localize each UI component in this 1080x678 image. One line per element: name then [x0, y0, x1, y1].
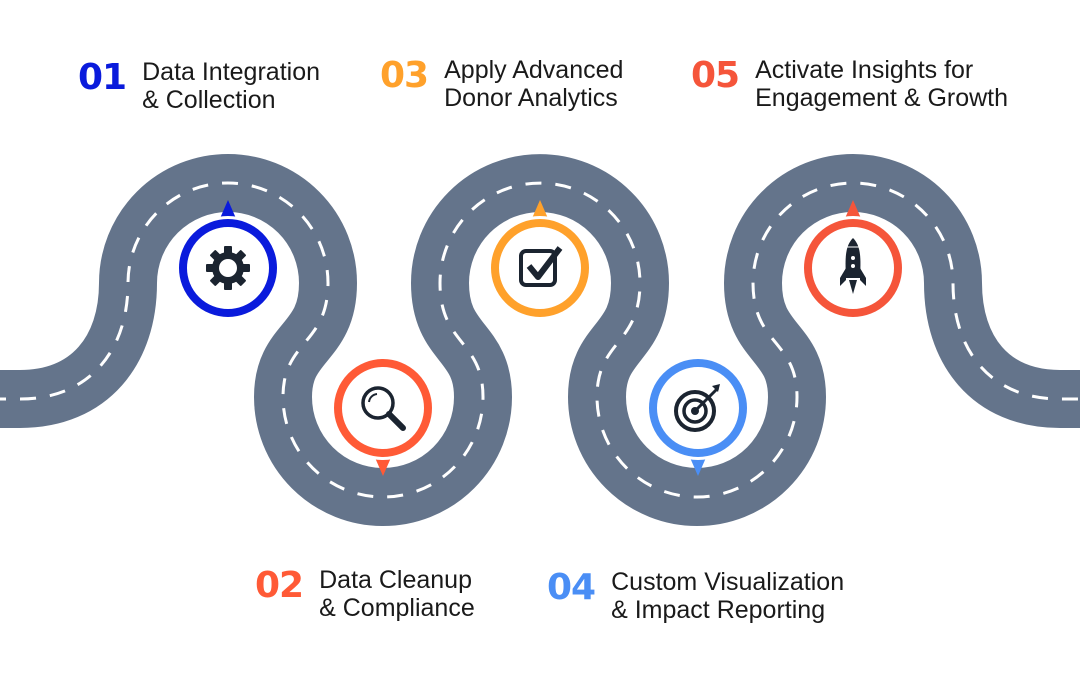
step-title: Apply Advanced Donor Analytics	[444, 56, 623, 112]
step-title: Custom Visualization & Impact Reporting	[611, 568, 844, 624]
gear-icon	[206, 246, 250, 290]
magnifier-icon	[361, 386, 406, 431]
step-title: Data Cleanup & Compliance	[319, 566, 475, 622]
step-number: 04	[547, 567, 596, 608]
step-4: 04 Custom Visualization & Impact Reporti…	[547, 567, 844, 625]
step-1: 01 Data Integration & Collection	[78, 57, 320, 115]
step-title: Data Integration & Collection	[142, 58, 320, 114]
step-title-line: Engagement & Growth	[755, 84, 1009, 112]
step-title-line: Custom Visualization	[611, 568, 845, 596]
rocket-icon	[840, 238, 866, 294]
target-icon	[674, 384, 720, 432]
marker-step-3	[488, 200, 592, 320]
marker-step-1	[176, 200, 280, 320]
checkbox-icon	[519, 246, 563, 287]
step-5: 05 Activate Insights for Engagement & Gr…	[691, 55, 1008, 113]
step-title-line: & Impact Reporting	[611, 596, 826, 624]
road-center-dashes	[0, 181, 1080, 499]
marker-step-4	[646, 356, 750, 476]
step-number: 05	[691, 55, 740, 96]
step-number: 01	[78, 57, 127, 98]
step-number: 02	[255, 565, 304, 606]
step-title-line: & Collection	[142, 86, 276, 114]
step-title-line: Activate Insights for	[755, 56, 974, 84]
marker-step-5	[801, 200, 905, 320]
step-title-line: Data Integration	[142, 58, 321, 86]
step-number: 03	[380, 55, 429, 96]
step-3: 03 Apply Advanced Donor Analytics	[380, 55, 623, 113]
step-title-line: Data Cleanup	[319, 566, 472, 594]
step-title-line: & Compliance	[319, 594, 475, 622]
step-title: Activate Insights for Engagement & Growt…	[755, 56, 1008, 112]
marker-step-2	[331, 356, 435, 476]
step-title-line: Donor Analytics	[444, 84, 618, 112]
step-2: 02 Data Cleanup & Compliance	[255, 565, 475, 623]
step-title-line: Apply Advanced	[444, 56, 624, 84]
